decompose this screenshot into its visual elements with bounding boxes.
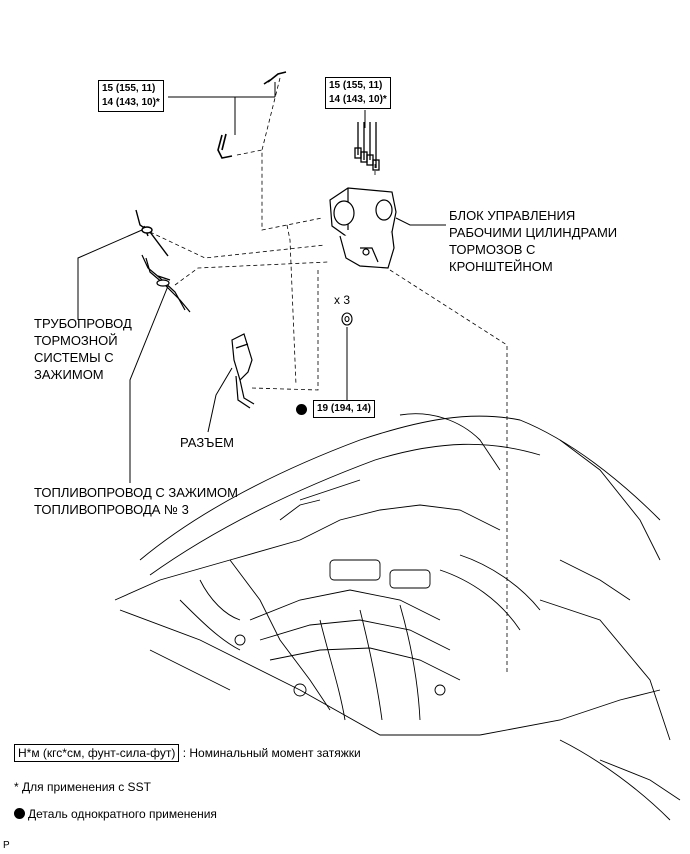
engine-bay bbox=[114, 413, 681, 821]
actuator-label-line: КРОНШТЕЙНОМ bbox=[449, 259, 553, 274]
actuator-leader bbox=[395, 217, 446, 226]
brake-pipe bbox=[217, 71, 287, 159]
fuel-line-label-line: ТОПЛИВОПРОВОД С ЗАЖИМОМ bbox=[34, 485, 239, 500]
torque-box-right: 15 (155, 11) 14 (143, 10)* bbox=[325, 77, 391, 109]
actuator-label-line: РАБОЧИМИ ЦИЛИНДРАМИ bbox=[449, 225, 618, 240]
torque-right-line2: 14 (143, 10)* bbox=[329, 94, 387, 105]
brake-line-clamp bbox=[135, 209, 169, 257]
legend-torque: Н*м (кгс*см, фунт-сила-фут) : Номинальны… bbox=[14, 744, 361, 762]
legend-non-reusable: Деталь однократного применения bbox=[14, 806, 217, 822]
torque-leader-left bbox=[168, 82, 276, 135]
quantity-label: x 3 bbox=[334, 293, 351, 307]
actuator-label: БЛОК УПРАВЛЕНИЯ РАБОЧИМИ ЦИЛИНДРАМИ ТОРМ… bbox=[449, 207, 617, 275]
connector-label: РАЗЪЕМ bbox=[180, 435, 234, 450]
actuator-label-line: БЛОК УПРАВЛЕНИЯ bbox=[449, 208, 576, 223]
corner-mark: P bbox=[3, 840, 10, 851]
non-reusable-dot bbox=[296, 404, 307, 415]
brake-line-label-line: ЗАЖИМОМ bbox=[34, 367, 104, 382]
brake-line-leader bbox=[77, 229, 143, 320]
connector-leader bbox=[207, 367, 233, 433]
legend-torque-text: : Номинальный момент затяжки bbox=[182, 746, 361, 760]
torque-box-bottom: 19 (194, 14) bbox=[313, 400, 375, 418]
connector-part bbox=[231, 333, 255, 409]
legend-sst-note: * Для применения с SST bbox=[14, 780, 151, 794]
torque-right-line1: 15 (155, 11) bbox=[329, 80, 383, 91]
actuator-label-line: ТОРМОЗОВ С bbox=[449, 242, 536, 257]
torque-bottom-text: 19 (194, 14) bbox=[317, 403, 371, 414]
actuator-pipes bbox=[354, 122, 380, 171]
fuel-line-leader bbox=[129, 285, 169, 483]
brake-line-label-line: СИСТЕМЫ С bbox=[34, 350, 114, 365]
legend-non-reusable-text: Деталь однократного применения bbox=[28, 807, 217, 821]
brake-actuator bbox=[329, 187, 397, 269]
torque-left-line1: 15 (155, 11) bbox=[102, 83, 156, 94]
legend-dot-icon bbox=[14, 808, 25, 819]
brake-line-label-line: ТОРМОЗНОЙ bbox=[34, 333, 118, 348]
torque-left-line2: 14 (143, 10)* bbox=[102, 97, 160, 108]
legend-torque-box: Н*м (кгс*см, фунт-сила-фут) bbox=[14, 744, 180, 762]
nut bbox=[341, 312, 353, 326]
brake-line-label: ТРУБОПРОВОД ТОРМОЗНОЙ СИСТЕМЫ С ЗАЖИМОМ bbox=[34, 315, 132, 383]
brake-line-label-line: ТРУБОПРОВОД bbox=[34, 316, 132, 331]
torque-box-left: 15 (155, 11) 14 (143, 10)* bbox=[98, 80, 164, 112]
fuel-line-label: ТОПЛИВОПРОВОД С ЗАЖИМОМ ТОПЛИВОПРОВОДА №… bbox=[34, 484, 238, 518]
dashed-guides bbox=[149, 77, 508, 675]
fuel-line-clamp bbox=[141, 254, 191, 313]
fuel-line-label-line: ТОПЛИВОПРОВОДА № 3 bbox=[34, 502, 189, 517]
